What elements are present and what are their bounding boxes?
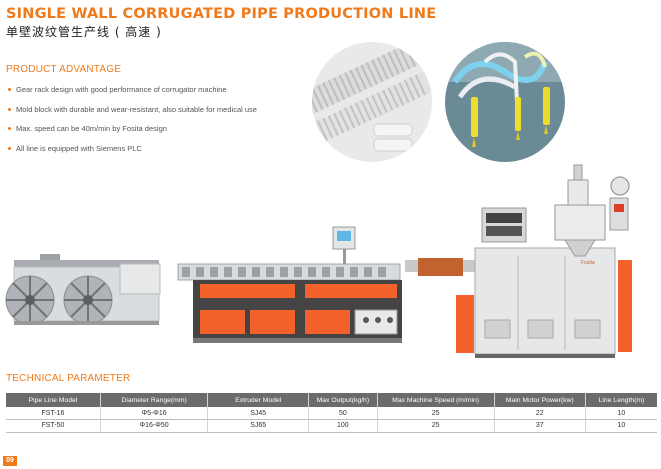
corrugator-unit [177, 226, 402, 343]
column-header: Main Motor Power(kw) [493, 393, 586, 407]
table-header-row: Pipe Line Model Diameter Range(mm) Extru… [6, 393, 657, 407]
table-cell: 37 [493, 419, 586, 433]
advantage-item: All line is equipped with Siemens PLC [8, 144, 257, 164]
advantage-item: Gear rack design with good performance o… [8, 85, 257, 105]
production-line-illustration: Fosita [5, 164, 632, 358]
table-cell: Φ5-Φ16 [99, 407, 208, 420]
brand-label: Fosita [581, 260, 595, 266]
advantage-item: Max. speed can be 40m/min by Fosita desi… [8, 124, 257, 144]
table-row: FST-50 Φ16-Φ50 SJ65 100 25 37 10 [6, 419, 657, 433]
table-cell: FST-50 [6, 419, 101, 433]
table-cell: SJ45 [207, 407, 309, 420]
table-cell: FST-16 [6, 407, 101, 420]
bullet-icon [8, 107, 11, 111]
bullet-icon [8, 146, 11, 150]
table-cell: 25 [376, 419, 495, 433]
extruder-unit: Fosita [405, 164, 632, 358]
corrugated-pipe-photo [312, 42, 432, 162]
column-header: Max Machine Speed (m/min) [376, 393, 495, 407]
table-cell: SJ65 [207, 419, 309, 433]
page-subtitle-chinese: 单壁波纹管生产线 ( 高速 ) [6, 25, 162, 39]
column-header: Max Output(kg/h) [308, 393, 378, 407]
table-cell: 100 [308, 419, 378, 433]
bullet-icon [8, 88, 11, 91]
table-row: FST-16 Φ5-Φ16 SJ45 50 25 22 10 [6, 407, 657, 420]
column-header: Line Length(m) [584, 393, 657, 407]
table-cell: 22 [493, 407, 586, 420]
medical-tube-photo [445, 42, 565, 162]
bullet-icon [8, 127, 11, 130]
table-cell: 50 [308, 407, 378, 420]
table-cell: 25 [376, 407, 495, 420]
advantage-list: Gear rack design with good performance o… [8, 85, 257, 163]
column-header: Pipe Line Model [6, 393, 101, 407]
table-cell: 10 [584, 419, 657, 433]
product-advantage-heading: PRODUCT ADVANTAGE [6, 64, 122, 75]
column-header: Diameter Range(mm) [99, 393, 208, 407]
table-cell: 10 [584, 407, 657, 420]
column-header: Extruder Model [207, 393, 309, 407]
technical-parameter-heading: TECHNICAL PARAMETER [6, 373, 131, 384]
winder-unit [5, 254, 161, 325]
advantage-item: Mold block with durable and wear-resista… [8, 105, 257, 125]
table-cell: Φ16-Φ50 [99, 419, 208, 433]
parameter-table: Pipe Line Model Diameter Range(mm) Extru… [6, 393, 657, 433]
page-title: SINGLE WALL CORRUGATED PIPE PRODUCTION L… [6, 6, 437, 22]
page-number: 09 [3, 456, 17, 466]
